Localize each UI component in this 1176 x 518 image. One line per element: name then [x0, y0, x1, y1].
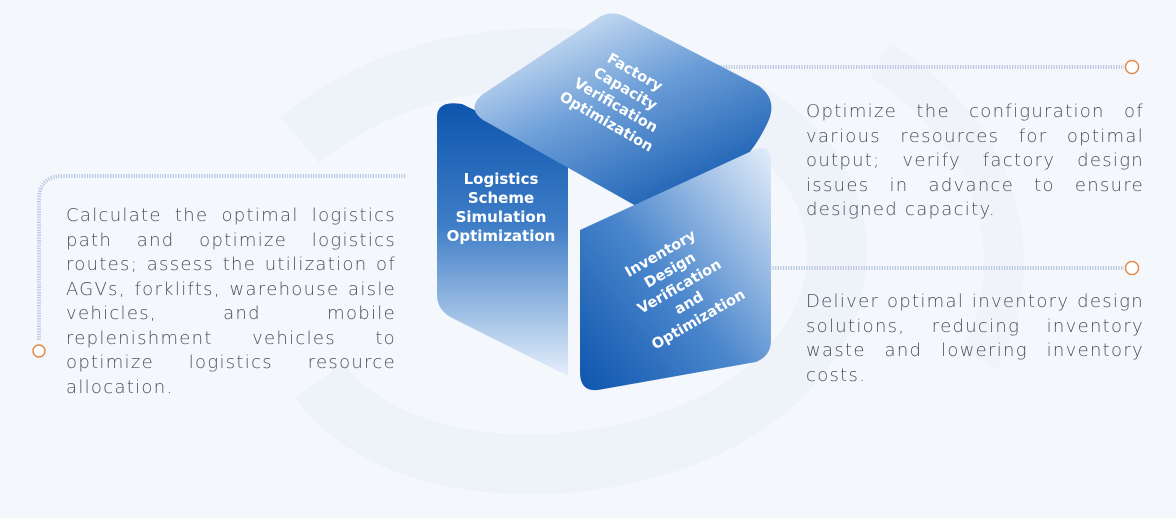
- connector-top-right-marker: [1124, 59, 1140, 75]
- panel-factory-capacity: [474, 13, 772, 206]
- logistics-description: Calculate the optimal logistics path and…: [66, 205, 396, 398]
- logistics-panel-label: Logistics Scheme Simulation Optimization: [446, 170, 556, 245]
- connector-left: [32, 174, 406, 358]
- inventory-description: Deliver optimal inventory design solutio…: [806, 291, 1144, 386]
- factory-description: Optimize the configuration of various re…: [806, 101, 1144, 220]
- connector-bottom-right-marker: [1124, 260, 1140, 276]
- panel-inventory: [580, 147, 771, 391]
- connector-left-marker: [32, 344, 46, 358]
- connector-top-right: [700, 59, 1140, 75]
- panel-logistics: [437, 103, 568, 376]
- connector-bottom-right: [770, 260, 1140, 276]
